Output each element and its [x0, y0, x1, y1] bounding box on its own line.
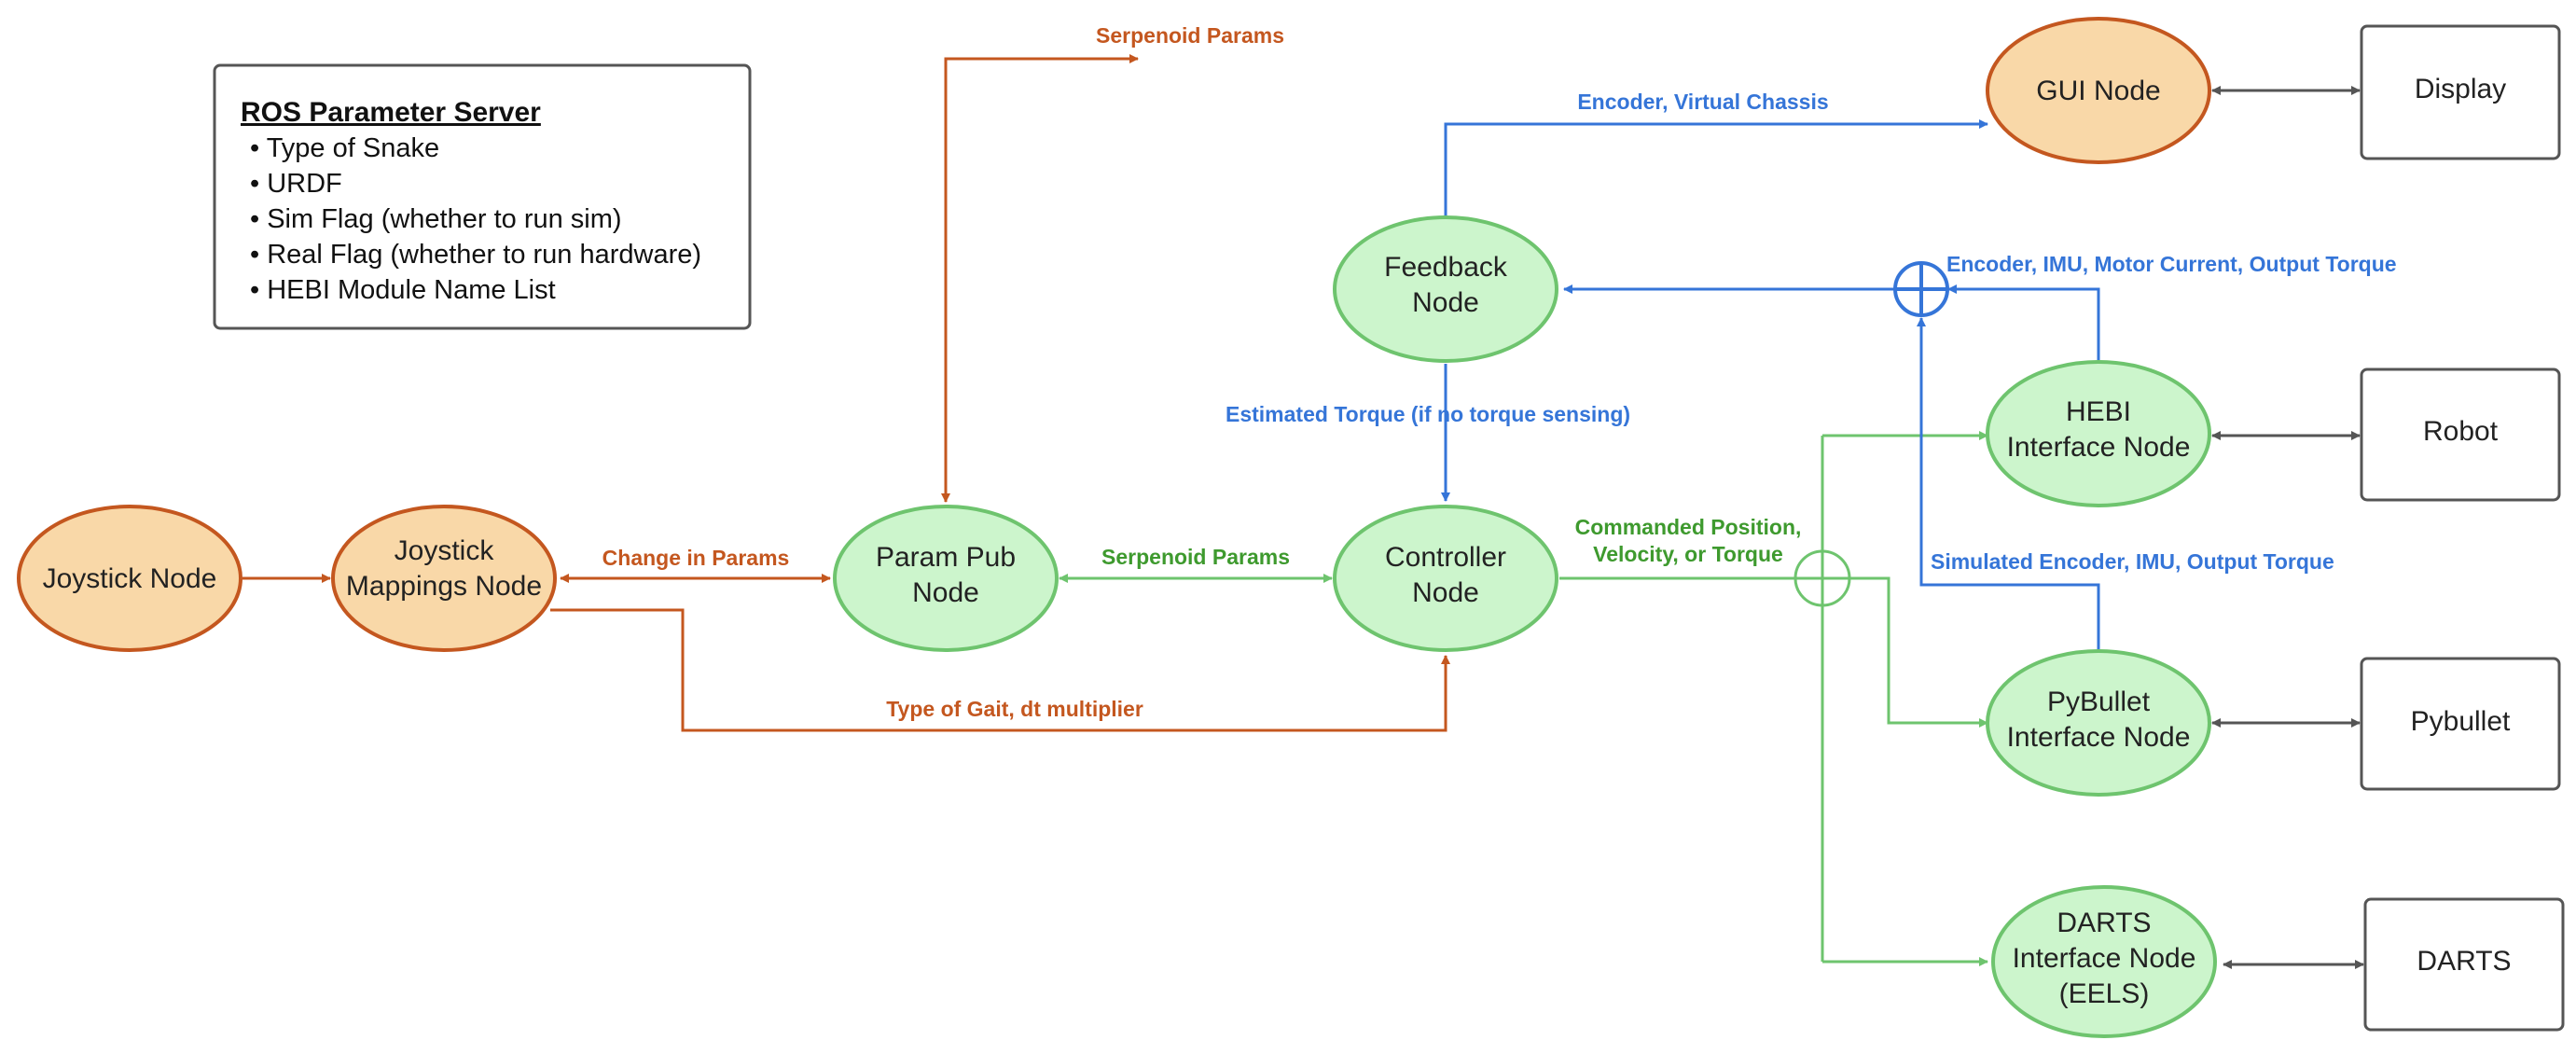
node-hebi-interface: HEBI Interface Node [1986, 360, 2211, 507]
node-controller-label: Controller [1385, 542, 1506, 573]
edge-hebi-sum [1947, 284, 2100, 360]
box-pybullet: Pybullet [2360, 657, 2561, 791]
node-gui-label: GUI Node [2036, 76, 2160, 106]
param-server-item: • Type of Snake [250, 133, 439, 163]
node-feedback: Feedback Node [1333, 215, 1558, 363]
box-display-label: Display [2415, 74, 2506, 104]
label-encoder-virtual: Encoder, Virtual Chassis [1577, 90, 1828, 114]
label-gait: Type of Gait, dt multiplier [886, 697, 1143, 721]
node-darts-interface: DARTS Interface Node (EELS) [1991, 885, 2217, 1038]
param-server-frame [213, 63, 752, 330]
label-simulated: Simulated Encoder, IMU, Output Torque [1931, 549, 2334, 574]
param-server-item: • Real Flag (whether to run hardware) [250, 240, 701, 270]
node-hebi-label: Interface Node [2007, 432, 2191, 463]
node-mappings-label: Mappings Node [346, 571, 542, 602]
edge-pybullet-sum [1917, 317, 2100, 649]
node-pybullet-label: Interface Node [2007, 722, 2191, 753]
box-display: Display [2360, 24, 2561, 160]
label-commanded-2: Velocity, or Torque [1593, 542, 1783, 566]
node-gui: GUI Node [1986, 17, 2211, 164]
node-joystick-label: Joystick Node [43, 563, 217, 594]
node-hebi-label: HEBI [2066, 396, 2131, 427]
node-pybullet-interface: PyBullet Interface Node [1986, 649, 2211, 797]
box-darts-label: DARTS [2417, 946, 2511, 977]
box-robot: Robot [2360, 368, 2561, 502]
green-sum-junction [1794, 549, 1851, 607]
label-estimated-torque: Estimated Torque (if no torque sensing) [1226, 402, 1630, 426]
blue-sum-junction [1893, 261, 1949, 317]
edge-junction-pybullet [1849, 576, 1988, 728]
node-joystick-mappings: Joystick Mappings Node [331, 505, 557, 652]
param-server-title: ROS Parameter Server [241, 97, 541, 128]
node-joystick: Joystick Node [17, 505, 242, 652]
node-mappings-label: Joystick [395, 535, 495, 566]
node-parampub-label: Node [912, 577, 979, 608]
label-serpenoid-mid: Serpenoid Params [1101, 545, 1290, 569]
param-server-item: • HEBI Module Name List [250, 275, 556, 305]
param-server-item: • Sim Flag (whether to run sim) [250, 204, 622, 234]
label-encoder-imu: Encoder, IMU, Motor Current, Output Torq… [1946, 252, 2397, 276]
edge-labels: Serpenoid Params Encoder, Virtual Chassi… [602, 23, 2397, 721]
edges [242, 54, 2364, 969]
node-feedback-label: Node [1412, 287, 1479, 318]
ros-parameter-server-box: ROS Parameter Server • Type of Snake • U… [213, 63, 752, 330]
node-controller: Controller Node [1333, 505, 1558, 652]
node-darts-label: DARTS [2057, 908, 2151, 938]
node-parampub-label: Param Pub [876, 542, 1016, 573]
label-commanded-1: Commanded Position, [1575, 515, 1802, 539]
label-change-params: Change in Params [602, 546, 790, 570]
edge-feedback-gui [1444, 119, 1988, 216]
node-pybullet-label: PyBullet [2047, 686, 2151, 717]
node-controller-label: Node [1412, 577, 1479, 608]
box-darts: DARTS [2363, 897, 2565, 1032]
node-darts-label: (EELS) [2059, 978, 2150, 1009]
node-feedback-label: Feedback [1384, 252, 1508, 283]
node-param-pub: Param Pub Node [833, 505, 1059, 652]
node-darts-label: Interface Node [2013, 943, 2196, 974]
edge-parampub-gui [941, 54, 1139, 503]
box-robot-label: Robot [2423, 416, 2499, 447]
label-serpenoid-top: Serpenoid Params [1096, 23, 1284, 48]
param-server-item: • URDF [250, 169, 342, 199]
edge-mappings-controller [550, 608, 1450, 732]
box-pybullet-label: Pybullet [2411, 706, 2511, 737]
